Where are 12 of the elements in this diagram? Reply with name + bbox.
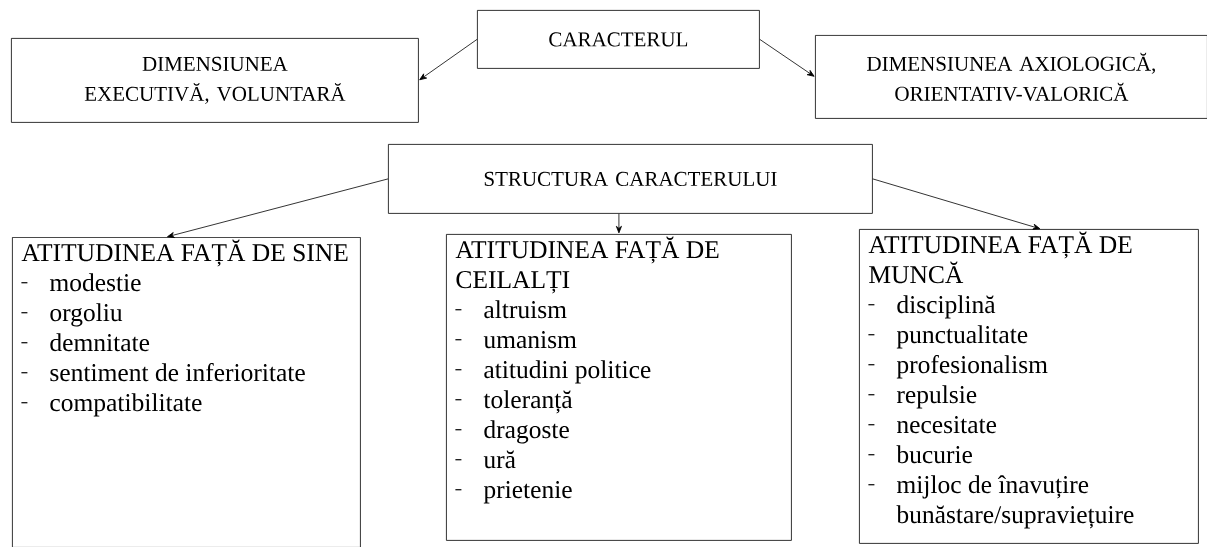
arrow — [419, 39, 478, 81]
arrow — [872, 178, 1041, 230]
concept-box: CARACTERUL — [477, 10, 760, 69]
arrow — [759, 39, 815, 77]
arrow — [615, 213, 622, 234]
list-box: ATITUDINEA FAȚĂ DE SINE modestie orgoliu demnitate sentiment de inferioritate compatibilitate — [12, 237, 361, 547]
list-box: ATITUDINEA FAȚĂ DE MUNCĂ disciplină punctualitate profesionalism repulsie necesitate bucurie mijloc de înavuțire bunăstare/supraviețuire — [859, 229, 1199, 544]
list-box: ATITUDINEA FAȚĂ DE CEILALȚI altruism umanism atitudini politice toleranță dragoste ură prietenie — [446, 234, 792, 541]
concept-box: DIMENSIUNEA EXECUTIVĂ, VOLUNTARĂ — [11, 38, 419, 123]
arrow — [167, 178, 389, 238]
concept-box: STRUCTURA CARACTERULUI — [388, 144, 873, 214]
concept-box: DIMENSIUNEA AXIOLOGICĂ, ORIENTATIV-VALORICĂ — [815, 35, 1207, 119]
